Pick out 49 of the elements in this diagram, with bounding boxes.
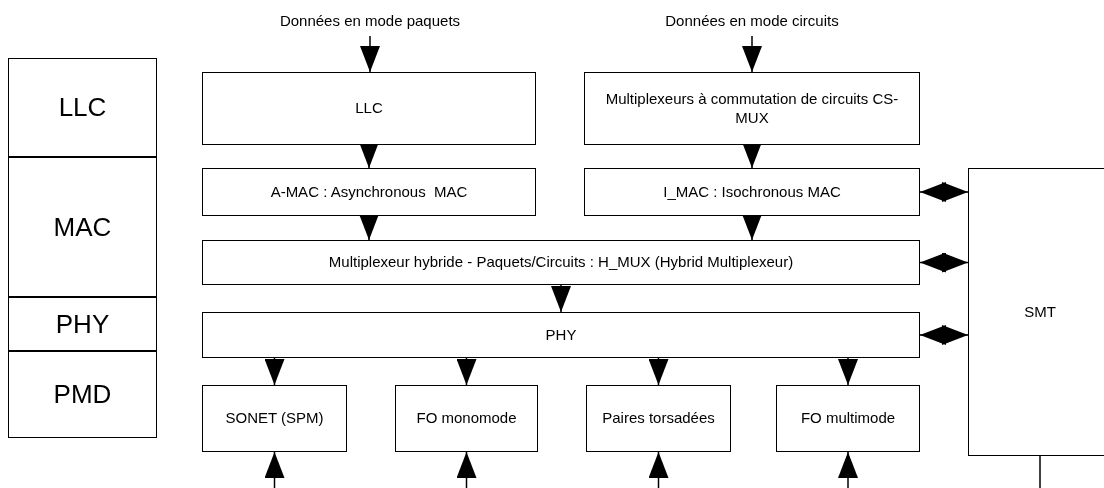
- arrow: [360, 35, 380, 73]
- box-label: LLC: [58, 91, 107, 124]
- process-box: [202, 240, 920, 285]
- arrow: [919, 182, 969, 202]
- process-box: [202, 385, 347, 452]
- arrow: [551, 284, 571, 313]
- box-label: SMT: [1024, 302, 1056, 322]
- box-label: PHY: [55, 307, 110, 341]
- box-label: I_MAC : Isochronous MAC: [663, 182, 841, 202]
- layer-box: [8, 351, 157, 438]
- text-label: Données en mode circuits: [665, 11, 839, 31]
- process-box: [202, 72, 536, 145]
- box-label: PHY: [545, 325, 577, 345]
- process-box: [584, 168, 920, 216]
- process-box: [968, 168, 1104, 456]
- layer-box: [8, 297, 157, 351]
- layer-box: [8, 58, 157, 157]
- arrow: [838, 357, 858, 386]
- process-box: [202, 312, 920, 358]
- box-label: Multiplexeurs à commutation de circuits CS-MUX: [604, 89, 900, 128]
- box-label: PMD: [53, 378, 112, 411]
- box-label: LLC: [355, 99, 383, 118]
- process-box: [776, 385, 920, 452]
- box-label: FO multimode: [800, 409, 896, 428]
- arrow: [742, 214, 762, 241]
- arrow: [648, 451, 669, 488]
- arrow: [456, 451, 477, 488]
- arrow: [919, 325, 969, 345]
- layer-box: [8, 157, 157, 297]
- box-label: Multiplexeur hybride - Paquets/Circuits : H_MUX (Hybrid Multiplexeur): [328, 253, 794, 272]
- process-box: [395, 385, 538, 452]
- arrow: [359, 214, 379, 241]
- box-label: A-MAC : Asynchronous MAC: [270, 182, 468, 202]
- box-label: FO monomode: [416, 409, 517, 428]
- box-label: MAC: [53, 210, 112, 244]
- arrow: [264, 451, 285, 488]
- text-label: Données en mode paquets: [279, 11, 461, 31]
- box-label: Paires torsadées: [602, 409, 715, 428]
- arrow: [742, 35, 762, 73]
- arrow: [456, 357, 477, 386]
- box-label: SONET (SPM): [225, 409, 324, 428]
- arrow: [264, 357, 285, 386]
- process-box: [586, 385, 731, 452]
- process-box: [202, 168, 536, 216]
- arrow: [648, 357, 669, 386]
- arrow: [838, 451, 858, 488]
- process-box: [584, 72, 920, 145]
- connector-line: [1039, 455, 1041, 488]
- arrow: [919, 252, 969, 273]
